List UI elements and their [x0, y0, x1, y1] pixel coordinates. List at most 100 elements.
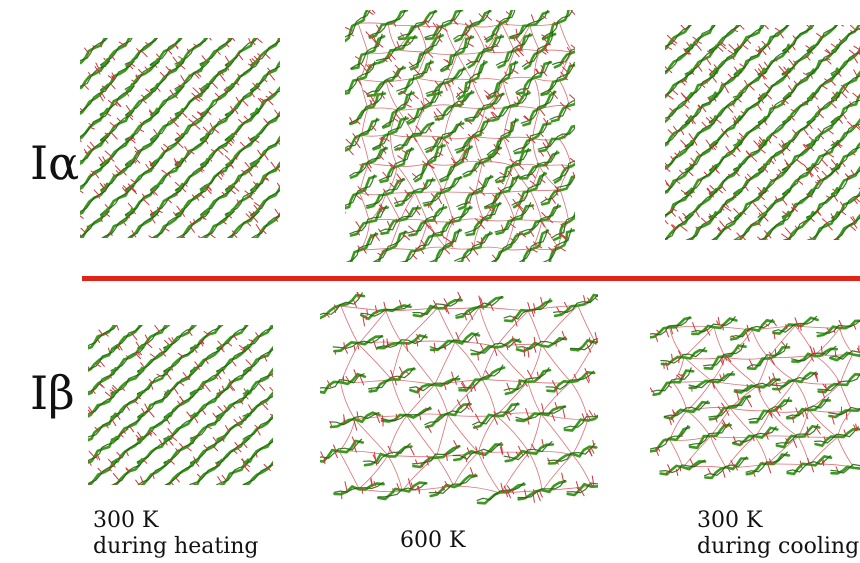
chain: [688, 370, 736, 392]
chain: [520, 90, 558, 127]
hydrogen-bond: [445, 53, 458, 83]
caption-300k-cooling-line2: during cooling: [697, 534, 860, 560]
chain: [110, 344, 145, 374]
chain: [515, 60, 553, 95]
chain: [691, 316, 738, 336]
chain: [320, 369, 367, 395]
chain: [472, 402, 520, 431]
hydrogen-bond: [434, 342, 456, 385]
chain: [452, 442, 504, 463]
hydrogen-bond: [385, 81, 399, 111]
hydrogen-bond: [528, 413, 542, 453]
chain: [490, 231, 527, 262]
hydrogen-bond: [479, 307, 497, 348]
chain: [454, 116, 492, 154]
chain: [424, 120, 465, 153]
chain: [377, 478, 428, 501]
chain: [710, 212, 743, 240]
caption-600k: 600 K: [400, 528, 465, 554]
hydrogen-bond: [837, 437, 855, 468]
chain: [509, 10, 550, 41]
hydrogen-bond: [729, 408, 756, 437]
chain: [163, 390, 197, 425]
hydrogen-bond: [482, 161, 514, 167]
hydrogen-bond: [387, 455, 403, 491]
chain: [186, 389, 224, 420]
chain: [665, 139, 694, 172]
chain: [464, 202, 502, 237]
chain: [242, 386, 273, 420]
caption-300k-heating-line1: 300 K: [93, 508, 159, 533]
hydrogen-bond: [540, 413, 573, 456]
chain: [198, 208, 235, 238]
hydrogen-bond: [533, 78, 541, 110]
chain: [163, 344, 198, 376]
chain: [88, 366, 118, 396]
chain: [216, 458, 251, 485]
hydrogen-bond: [477, 452, 502, 494]
chain: [816, 319, 860, 338]
chain: [136, 412, 171, 442]
caption-300k-heating: 300 K during heating: [93, 508, 258, 561]
chain: [455, 295, 504, 321]
hydrogen-bond: [369, 193, 387, 222]
chain: [137, 344, 171, 373]
hydrogen-bond: [453, 485, 502, 494]
chain: [345, 174, 377, 214]
chain: [136, 435, 171, 465]
chain: [665, 25, 693, 51]
hydrogen-bond: [406, 415, 437, 457]
chain: [665, 68, 694, 100]
chain: [163, 412, 199, 446]
chain: [470, 336, 522, 361]
hydrogen-bond: [415, 51, 427, 79]
chain: [456, 174, 494, 211]
hydrogen-bond: [354, 419, 389, 456]
chain: [566, 475, 598, 497]
chain: [494, 147, 532, 185]
chain: [537, 124, 575, 157]
chain: [393, 177, 436, 208]
hydrogen-bond: [710, 436, 727, 469]
chain: [111, 325, 144, 351]
chain: [563, 404, 598, 432]
hydrogen-bond: [444, 24, 458, 55]
chain: [428, 467, 478, 498]
chain: [88, 412, 118, 442]
hydrogen-bond: [558, 138, 572, 166]
chain: [545, 368, 596, 396]
row-label-i-beta: Iβ: [30, 366, 75, 420]
hydrogen-bond: [711, 380, 731, 409]
chain: [659, 458, 707, 476]
hydrogen-bond: [529, 190, 543, 221]
hydrogen-bond: [401, 342, 436, 385]
hydrogen-bond: [473, 219, 485, 249]
chain-lattice-ialpha-cooling: [665, 25, 860, 240]
chain: [189, 325, 224, 351]
chain: [241, 437, 273, 465]
hydrogen-bond: [502, 192, 516, 220]
chain: [349, 146, 388, 179]
chain: [424, 10, 464, 41]
chain: [732, 67, 768, 101]
hydrogen-bond: [514, 25, 531, 52]
hydrogen-bond: [529, 25, 541, 52]
chain: [411, 440, 461, 469]
chain: [660, 347, 708, 371]
hydrogen-bond: [529, 166, 540, 191]
hydrogen-bond: [485, 23, 503, 52]
chain: [541, 10, 575, 46]
chain: [80, 38, 109, 65]
hydrogen-bond: [577, 305, 596, 342]
chain: [189, 458, 223, 485]
chain: [650, 367, 695, 397]
chain: [746, 341, 791, 371]
chain: [772, 315, 819, 340]
chain: [650, 316, 692, 342]
hydrogen-bond: [570, 381, 589, 420]
chain: [503, 439, 555, 463]
hydrogen-bond: [558, 79, 570, 106]
chain: [685, 211, 718, 240]
chain: [360, 299, 412, 327]
hydrogen-bond: [669, 439, 684, 469]
